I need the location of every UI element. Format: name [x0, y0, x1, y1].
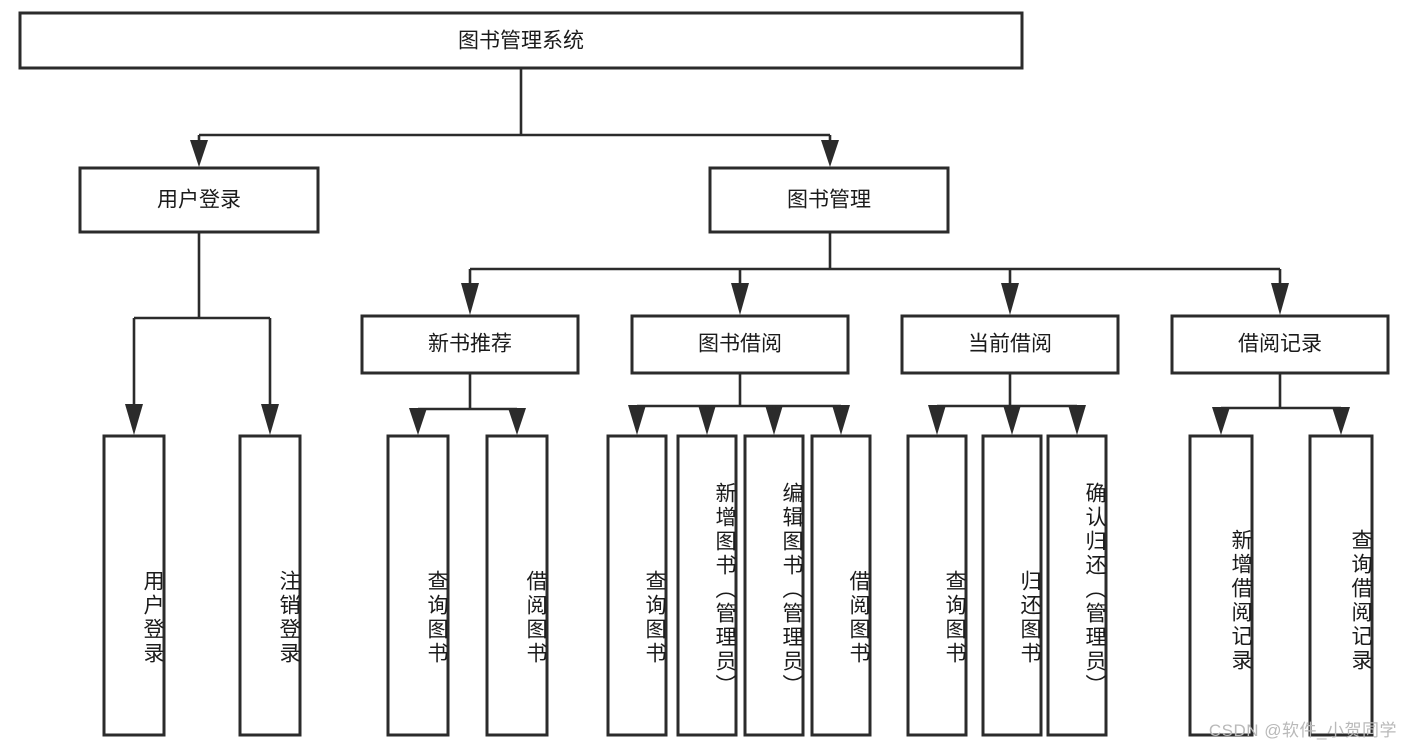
- arrow-leaf-borrow-book-1-icon: [508, 408, 526, 435]
- connector-group-book-borrow-to-leaves: [628, 373, 850, 435]
- node-user-login-box[interactable]: [78, 166, 320, 234]
- node-root[interactable]: 图书管理系统: [18, 11, 1024, 70]
- arrow-to-user-login-icon: [190, 140, 208, 167]
- arrow-leaf-borrow-book-2-icon: [832, 405, 850, 435]
- arrow-leaf-confirm-return-icon: [1068, 405, 1086, 435]
- node-borrow-record-label: 借阅记录: [1238, 333, 1322, 356]
- leaf-query-book-1-box[interactable]: [386, 434, 450, 737]
- node-new-book-recommend-label: 新书推荐: [428, 333, 512, 356]
- node-book-manage[interactable]: 图书管理: [708, 166, 950, 234]
- leaf-query-book-3-box[interactable]: [906, 434, 968, 737]
- connector-group-book-manage-to-level2: [461, 232, 1289, 315]
- node-book-borrow-label: 图书借阅: [698, 333, 782, 356]
- leaf-query-book-2-box[interactable]: [606, 434, 668, 737]
- leaf-borrow-book-1-box[interactable]: [485, 434, 549, 737]
- arrow-to-borrow-record-icon: [1271, 283, 1289, 315]
- arrow-leaf-query-book-1-icon: [409, 408, 427, 435]
- connector-group-root-to-level1: [190, 68, 839, 167]
- arrow-to-book-borrow-icon: [731, 283, 749, 315]
- arrow-leaf-edit-book-icon: [765, 405, 783, 435]
- csdn-watermark: CSDN @软件_小贺同学: [1208, 721, 1397, 740]
- leaf-boxes-group: [102, 434, 1374, 737]
- node-borrow-record-box[interactable]: [1170, 314, 1390, 375]
- arrow-leaf-logout-login-icon: [261, 404, 279, 435]
- node-current-borrow[interactable]: 当前借阅: [900, 314, 1120, 375]
- leaf-add-book-box[interactable]: [676, 434, 738, 737]
- arrow-to-current-borrow-icon: [1001, 283, 1019, 315]
- node-book-manage-label: 图书管理: [787, 189, 871, 212]
- leaf-borrow-book-2-box[interactable]: [810, 434, 872, 737]
- leaf-return-book-box[interactable]: [981, 434, 1043, 737]
- leaf-logout-login-box[interactable]: [238, 434, 302, 737]
- leaf-confirm-return-box[interactable]: [1046, 434, 1108, 737]
- arrow-leaf-return-book-icon: [1003, 405, 1021, 435]
- arrow-leaf-query-book-3-icon: [928, 405, 946, 435]
- connector-group-new-book-recommend-to-leaves: [409, 373, 526, 435]
- node-borrow-record[interactable]: 借阅记录: [1170, 314, 1390, 375]
- node-user-login-label: 用户登录: [157, 189, 241, 212]
- arrow-to-book-manage-icon: [821, 140, 839, 167]
- node-root-label: 图书管理系统: [458, 30, 584, 53]
- node-current-borrow-box[interactable]: [900, 314, 1120, 375]
- node-user-login[interactable]: 用户登录: [78, 166, 320, 234]
- node-root-box[interactable]: [18, 11, 1024, 70]
- leaf-user-login-box[interactable]: [102, 434, 166, 737]
- connector-group-user-login-to-leaves: [125, 232, 279, 435]
- node-book-manage-box[interactable]: [708, 166, 950, 234]
- arrow-leaf-query-book-2-icon: [628, 405, 646, 435]
- connector-group-current-borrow-to-leaves: [928, 373, 1086, 435]
- arrow-leaf-add-book-icon: [698, 405, 716, 435]
- node-book-borrow-box[interactable]: [630, 314, 850, 375]
- arrow-leaf-query-record-icon: [1332, 407, 1350, 435]
- connector-group-borrow-record-to-leaves: [1212, 373, 1350, 435]
- arrow-to-new-book-recommend-icon: [461, 283, 479, 315]
- node-current-borrow-label: 当前借阅: [968, 333, 1052, 356]
- leaf-query-record-box[interactable]: [1308, 434, 1374, 737]
- node-book-borrow[interactable]: 图书借阅: [630, 314, 850, 375]
- leaf-edit-book-box[interactable]: [743, 434, 805, 737]
- node-new-book-recommend-box[interactable]: [360, 314, 580, 375]
- arrow-leaf-user-login-icon: [125, 404, 143, 435]
- node-new-book-recommend[interactable]: 新书推荐: [360, 314, 580, 375]
- arrow-leaf-add-record-icon: [1212, 407, 1230, 435]
- leaf-add-record-box[interactable]: [1188, 434, 1254, 737]
